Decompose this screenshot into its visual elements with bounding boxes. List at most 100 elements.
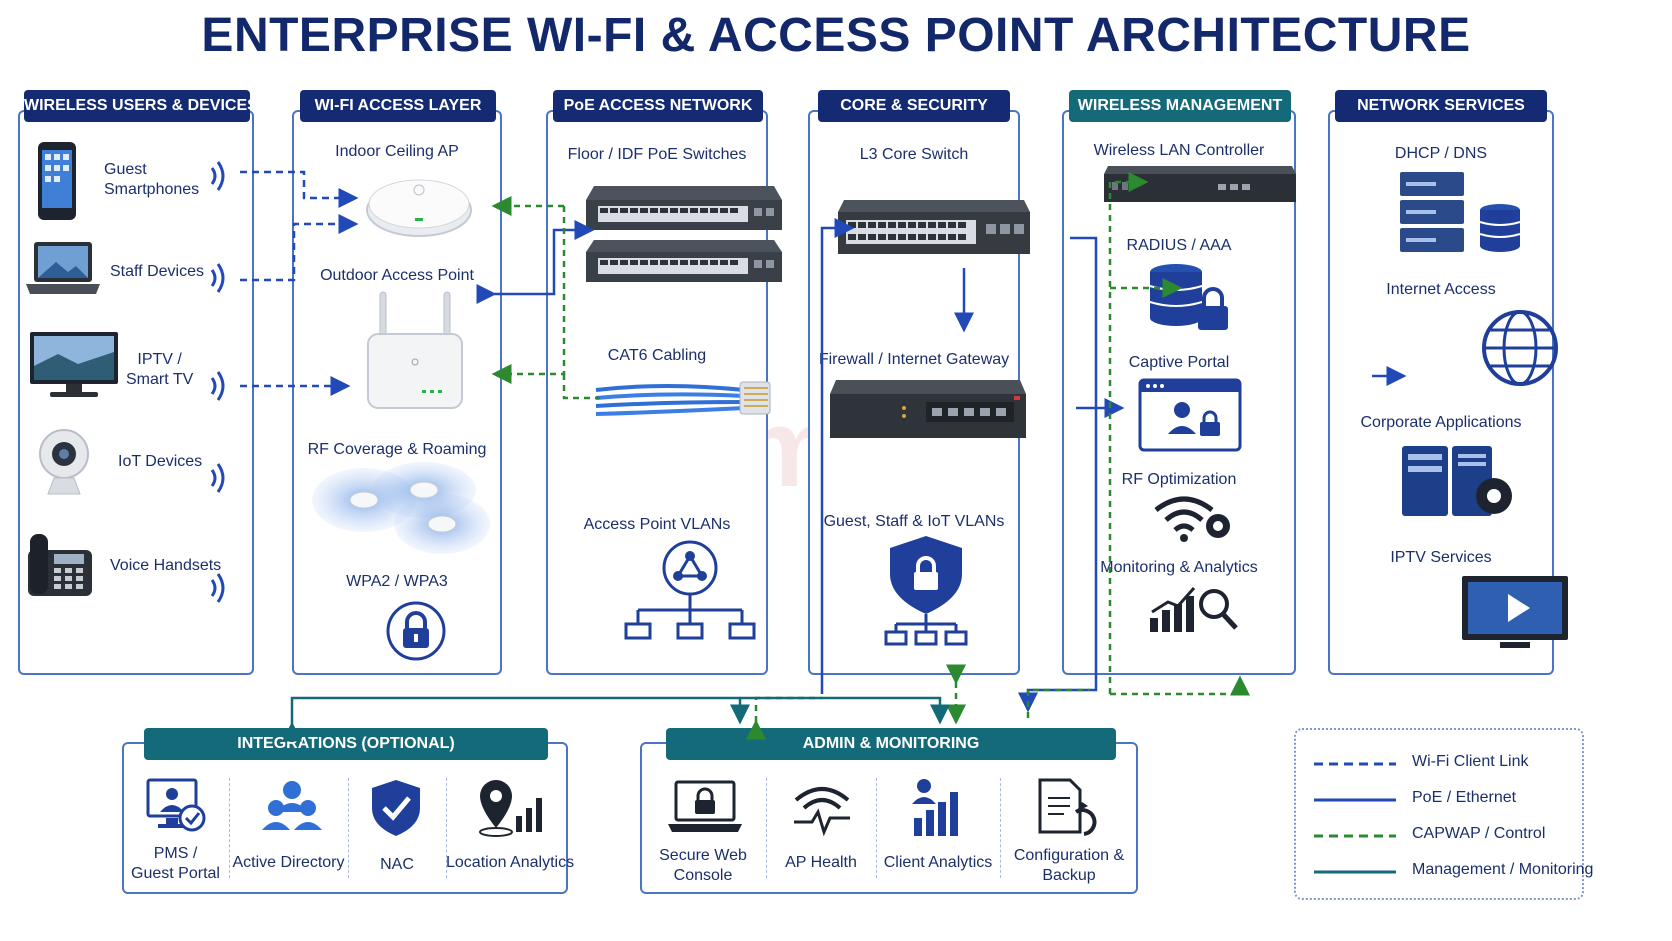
poe-link-ap <box>476 220 595 304</box>
header-poe-access: PoE ACCESS NETWORK <box>553 90 763 122</box>
divider <box>348 778 349 878</box>
vlan-topology-icon <box>624 540 756 640</box>
label-rf-optimization: RF Optimization <box>1121 471 1237 488</box>
label-cat6-cabling: CAT6 Cabling <box>607 347 707 364</box>
phone-icon <box>28 534 92 596</box>
device-label-iptv-smart-tv: IPTV / Smart TV <box>126 351 194 388</box>
lock-icon <box>386 601 446 661</box>
device-label-guest-smartphones: Guest Smartphones <box>104 161 200 198</box>
server-database-icon <box>1400 172 1521 252</box>
label-monitoring-analytics: Monitoring & Analytics <box>1100 559 1258 576</box>
label-internet-access: Internet Access <box>1386 281 1496 298</box>
label-location-analytics: Location Analytics <box>446 854 575 871</box>
laptop-lock-icon <box>668 780 742 832</box>
legend-line-poe-ethernet <box>1314 798 1396 802</box>
header-wireless-mgmt: WIRELESS MANAGEMENT <box>1069 90 1291 122</box>
label-guest-staff-iot-vlans: Guest, Staff & IoT VLANs <box>823 513 1005 530</box>
camera-icon <box>39 429 89 495</box>
poe-switch-icon <box>586 186 782 282</box>
mgmt-link-admin <box>740 696 950 725</box>
legend-label-capwap-control: CAPWAP / Control <box>1412 825 1546 842</box>
legend-line-wifi-client-link <box>1314 762 1396 766</box>
signal-icon <box>210 161 225 191</box>
signal-icon <box>210 463 225 493</box>
divider <box>446 778 447 878</box>
poe-link-core <box>820 218 855 694</box>
capwap-cable <box>562 374 600 400</box>
label-l3-core-switch: L3 Core Switch <box>859 146 969 163</box>
core-switch-icon <box>838 200 1030 254</box>
divider <box>876 778 877 878</box>
tv-icon <box>30 332 118 397</box>
mgmt-link-integrations <box>282 696 750 742</box>
device-label-iot-devices: IoT Devices <box>118 453 203 470</box>
label-configuration-backup: Configuration & Backup <box>1013 847 1125 884</box>
laptop-icon <box>26 242 100 294</box>
page-title: ENTERPRISE WI-FI & ACCESS POINT ARCHITEC… <box>201 9 1471 62</box>
header-wireless-users: WIRELESS USERS & DEVICES <box>24 90 258 122</box>
label-secure-web-console: Secure Web Console <box>659 847 747 884</box>
label-active-directory: Active Directory <box>232 854 345 871</box>
label-iptv-services: IPTV Services <box>1390 549 1492 566</box>
label-access-point-vlans: Access Point VLANs <box>583 516 731 533</box>
server-gear-icon <box>1402 446 1512 516</box>
cat6-cable-icon <box>595 381 771 416</box>
label-floor-idf-poe-switches: Floor / IDF PoE Switches <box>567 146 747 163</box>
divider <box>1000 778 1001 878</box>
label-corporate-applications: Corporate Applications <box>1360 414 1522 431</box>
shield-check-icon <box>372 780 420 836</box>
legend-line-management-monitoring <box>1314 870 1396 874</box>
legend-label-poe-ethernet: PoE / Ethernet <box>1412 789 1517 806</box>
wifi-link-smartphones <box>240 170 359 208</box>
label-outdoor-access-point: Outdoor Access Point <box>320 267 474 284</box>
label-rf-coverage-roaming: RF Coverage & Roaming <box>307 441 487 458</box>
signal-icon <box>210 371 225 401</box>
device-label-voice-handsets: Voice Handsets <box>110 557 222 574</box>
capwap-monitoring <box>1110 675 1250 696</box>
label-wireless-lan-controller: Wireless LAN Controller <box>1093 142 1265 159</box>
rf-coverage-icon <box>312 462 490 554</box>
legend <box>1294 728 1584 900</box>
label-firewall-internet-gateway: Firewall / Internet Gateway <box>818 351 1010 368</box>
label-nac: NAC <box>380 856 414 873</box>
label-dhcp-dns: DHCP / DNS <box>1394 145 1488 162</box>
device-label-staff-devices: Staff Devices <box>110 263 204 280</box>
capwap-admin-left <box>746 696 822 740</box>
label-client-analytics: Client Analytics <box>883 854 993 871</box>
core-uplink <box>1018 236 1098 713</box>
signal-icon <box>210 573 225 603</box>
header-core-security: CORE & SECURITY <box>818 90 1010 122</box>
ceiling-ap-icon <box>366 179 472 237</box>
shield-lock-icon <box>884 536 968 646</box>
label-indoor-ceiling-ap: Indoor Ceiling AP <box>335 143 459 160</box>
legend-line-capwap-control <box>1314 834 1396 838</box>
document-refresh-icon <box>1038 778 1097 836</box>
monitor-check-icon <box>146 778 206 832</box>
legend-label-management-monitoring: Management / Monitoring <box>1412 861 1594 878</box>
legend-label-wifi-client-link: Wi-Fi Client Link <box>1412 753 1529 770</box>
label-wpa2-wpa3: WPA2 / WPA3 <box>346 573 448 590</box>
globe-icon <box>1482 310 1558 386</box>
analytics-magnifier-icon <box>1150 587 1238 632</box>
divider <box>229 778 230 878</box>
outdoor-ap-icon <box>367 291 463 409</box>
label-pms-guest-portal: PMS / Guest Portal <box>131 845 220 882</box>
location-chart-icon <box>479 780 542 837</box>
signal-icon <box>210 263 225 293</box>
firewall-icon <box>830 380 1026 438</box>
play-screen-icon <box>1462 576 1568 648</box>
captive-portal-icon <box>1138 378 1242 452</box>
label-captive-portal: Captive Portal <box>1128 354 1230 371</box>
smartphone-icon <box>38 142 76 220</box>
user-chart-icon <box>912 779 958 836</box>
wifi-gear-icon <box>1154 496 1230 542</box>
label-radius-aaa: RADIUS / AAA <box>1126 237 1232 254</box>
users-icon <box>262 781 322 830</box>
divider <box>766 778 767 878</box>
header-network-services: NETWORK SERVICES <box>1335 90 1547 122</box>
header-wifi-access: WI-FI ACCESS LAYER <box>300 90 496 122</box>
capwap-wlc <box>1108 172 1149 694</box>
wifi-link-staff <box>240 214 359 282</box>
capwap-admin <box>1026 688 1090 718</box>
